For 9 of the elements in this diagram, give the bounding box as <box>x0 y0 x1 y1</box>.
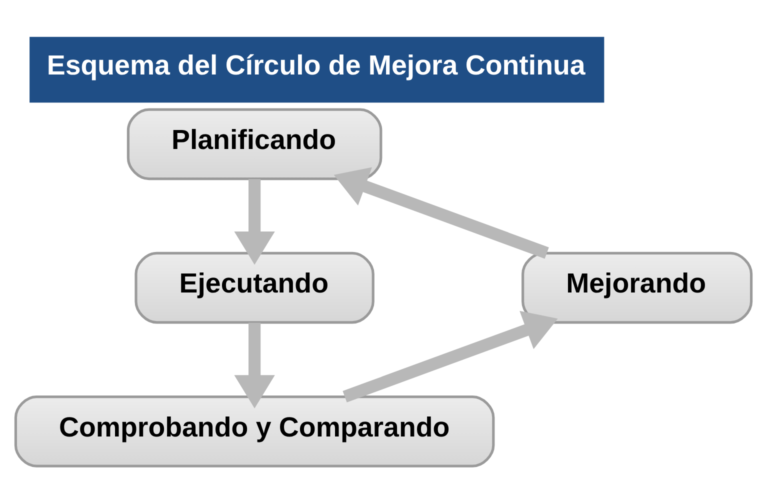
arrow <box>234 322 275 408</box>
arrow <box>234 178 275 264</box>
arrow <box>334 166 549 258</box>
node-box: Mejorando <box>522 251 753 324</box>
node-box: Comprobando y Comparando <box>14 395 495 467</box>
arrow <box>342 310 558 402</box>
diagram-title: Esquema del Círculo de Mejora Continua <box>46 49 586 80</box>
node-box: Planificando <box>126 108 382 180</box>
node-box: Ejecutando <box>134 251 374 324</box>
